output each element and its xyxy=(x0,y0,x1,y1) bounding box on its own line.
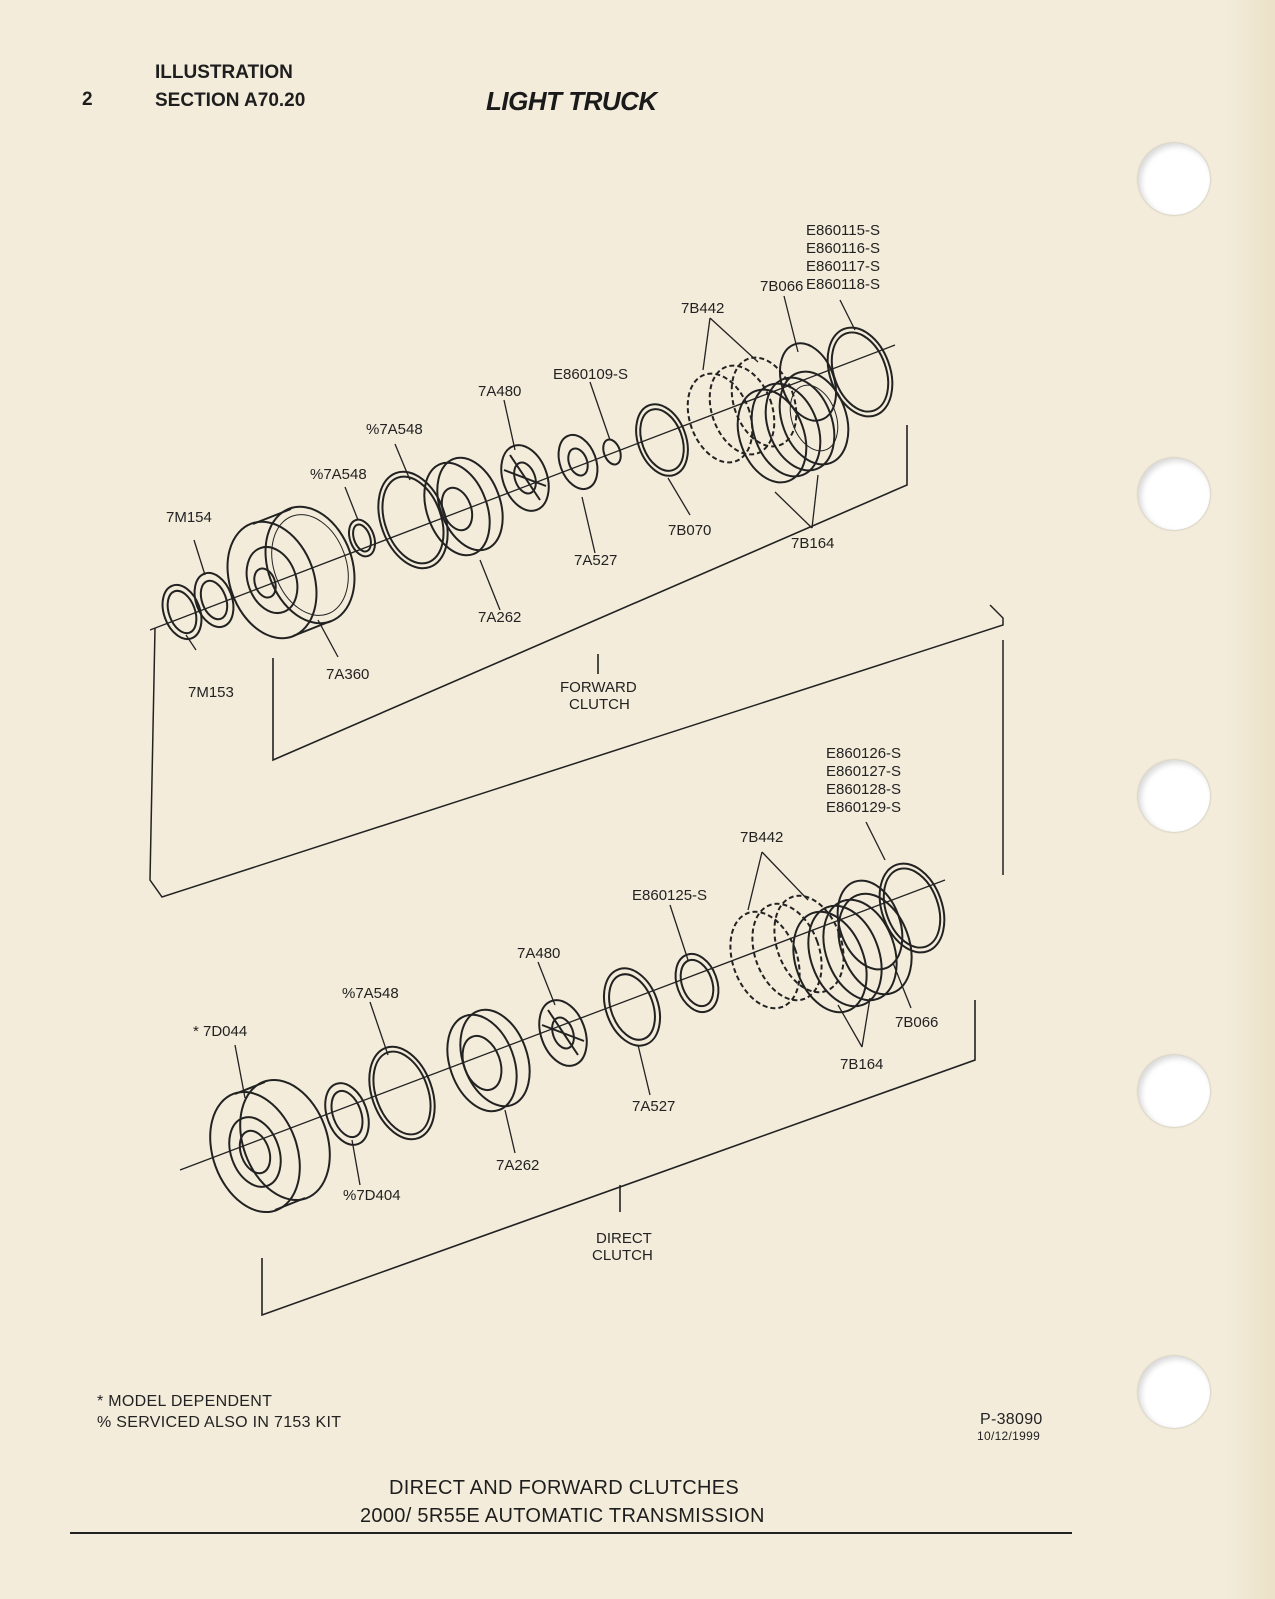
part-7A480-direct-spring-pack xyxy=(538,999,588,1067)
part-7B070-ring xyxy=(635,403,689,477)
section-label: SECTION A70.20 xyxy=(155,90,306,111)
label-7B066-direct: 7B066 xyxy=(895,1014,938,1031)
label-7A527-direct: 7A527 xyxy=(632,1098,675,1115)
label-7A262: 7A262 xyxy=(478,609,521,626)
illustration-label: ILLUSTRATION xyxy=(155,62,293,83)
label-E860109-S: E860109-S xyxy=(553,366,628,383)
part-7A480-spring-pack xyxy=(500,444,550,512)
binder-hole-3 xyxy=(1138,760,1210,832)
binder-hole-2 xyxy=(1138,458,1210,530)
label-7A527: 7A527 xyxy=(574,552,617,569)
part-7A548-direct-seal xyxy=(368,1045,436,1141)
binder-hole-1 xyxy=(1138,143,1210,215)
label-direct-snap-ring-1: E860126-S xyxy=(826,745,901,762)
bottom-rule xyxy=(70,1532,1072,1534)
label-E860125-S: E860125-S xyxy=(632,887,707,904)
label-7A262-direct: 7A262 xyxy=(496,1157,539,1174)
label-7A360: 7A360 xyxy=(326,666,369,683)
caption-line-2: 2000/ 5R55E AUTOMATIC TRANSMISSION xyxy=(360,1505,765,1527)
label-7B066: 7B066 xyxy=(760,278,803,295)
part-E860109-snap-ring xyxy=(602,438,622,466)
label-snap-ring-3: E860117-S xyxy=(806,258,880,275)
label-7A480-direct: 7A480 xyxy=(517,945,560,962)
part-7A262-direct-piston xyxy=(446,1008,531,1113)
label-7D404: %7D404 xyxy=(343,1187,401,1204)
part-7M153-snap-ring xyxy=(161,583,203,641)
label-snap-ring-4: E860118-S xyxy=(806,276,880,293)
direct-clutch-assembly xyxy=(179,862,946,1214)
page-number: 2 xyxy=(82,89,93,110)
binder-hole-4 xyxy=(1138,1055,1210,1127)
label-direct-snap-ring-4: E860129-S xyxy=(826,799,901,816)
part-7D044-drum xyxy=(209,1078,331,1214)
reference-date: 10/12/1999 xyxy=(977,1429,1041,1443)
direct-clutch-label-1: DIRECT xyxy=(596,1230,652,1247)
part-7A527-direct-retainer xyxy=(602,967,662,1047)
label-7B070: 7B070 xyxy=(668,522,711,539)
label-7B164: 7B164 xyxy=(791,535,834,552)
label-7A548-direct: %7A548 xyxy=(342,985,399,1002)
part-7A527-retainer xyxy=(557,433,599,491)
reference-number: P-38090 xyxy=(980,1411,1043,1428)
label-7B442: 7B442 xyxy=(681,300,724,317)
part-7B066-pressure-plate xyxy=(778,342,838,422)
part-7D404-seal xyxy=(324,1082,370,1146)
part-E860126-snap-ring xyxy=(878,862,946,954)
label-7D044: * 7D044 xyxy=(193,1023,247,1040)
label-7B442-direct: 7B442 xyxy=(740,829,783,846)
label-7A548-small: %7A548 xyxy=(310,466,367,483)
label-7A480: 7A480 xyxy=(478,383,521,400)
part-7A360-cylinder xyxy=(226,505,356,640)
part-7B164-friction-plates xyxy=(736,370,850,484)
forward-clutch-bracket xyxy=(272,425,908,762)
page-edge-shading xyxy=(1225,0,1275,1599)
direct-clutch-bracket xyxy=(261,1000,976,1317)
assembly-link-line xyxy=(149,604,1004,898)
label-7B164-direct: 7B164 xyxy=(840,1056,883,1073)
part-7A262-piston xyxy=(423,456,504,557)
label-7M154: 7M154 xyxy=(166,509,212,526)
part-7B164-direct-friction-plates xyxy=(792,892,913,1014)
part-7B066-direct-pressure-plate xyxy=(836,879,904,971)
part-E860115-snap-ring xyxy=(826,326,894,418)
part-7B442-steel-plates xyxy=(686,356,798,464)
direct-clutch-label-2: CLUTCH xyxy=(592,1247,653,1264)
note-serviced-kit: % SERVICED ALSO IN 7153 KIT xyxy=(97,1414,342,1431)
caption-line-1: DIRECT AND FORWARD CLUTCHES xyxy=(389,1477,739,1499)
label-7M153: 7M153 xyxy=(188,684,234,701)
forward-clutch-assembly xyxy=(149,326,896,641)
label-snap-ring-1: E860115-S xyxy=(806,222,880,239)
label-7A548-large: %7A548 xyxy=(366,421,423,438)
binder-hole-5 xyxy=(1138,1356,1210,1428)
forward-clutch-label-2: CLUTCH xyxy=(569,696,630,713)
part-7A548-small-seal xyxy=(347,518,377,558)
part-E860125-snap-ring xyxy=(674,952,720,1014)
forward-clutch-label-1: FORWARD xyxy=(560,679,637,696)
label-direct-snap-ring-2: E860127-S xyxy=(826,763,901,780)
label-snap-ring-2: E860116-S xyxy=(806,240,880,257)
note-model-dependent: * MODEL DEPENDENT xyxy=(97,1393,273,1410)
page-title: LIGHT TRUCK xyxy=(486,86,657,116)
label-direct-snap-ring-3: E860128-S xyxy=(826,781,901,798)
